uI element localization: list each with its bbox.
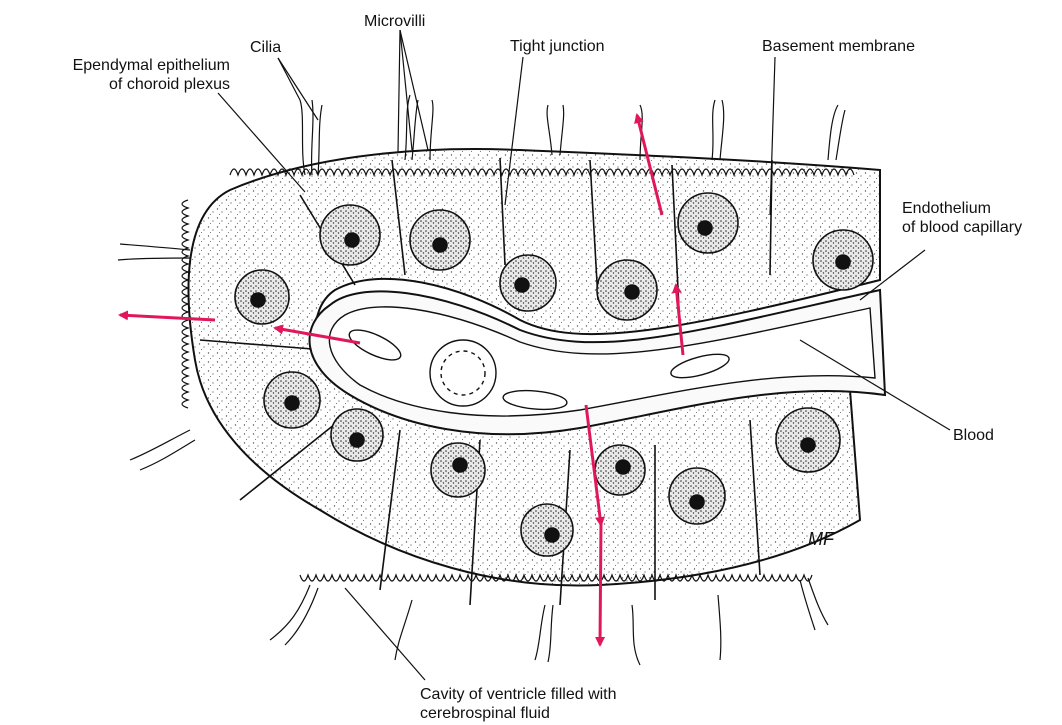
label-ependymal-line-2: of choroid plexus <box>8 75 230 94</box>
leader-cilia-2 <box>278 58 318 120</box>
label-cavity-line-2: cerebrospinal fluid <box>420 704 617 723</box>
label-endothelium: Endothelium of blood capillary <box>902 199 1022 237</box>
label-endothelium-line-1: Endothelium <box>902 199 1022 218</box>
label-ependymal-line-1: Ependymal epithelium <box>8 56 230 75</box>
label-basement-membrane: Basement membrane <box>762 37 915 56</box>
leader-cilia-1 <box>278 58 300 100</box>
leader-microvilli-2 <box>398 30 400 152</box>
microvilli-border-left <box>182 200 188 408</box>
label-endothelium-line-2: of blood capillary <box>902 218 1022 237</box>
leader-cavity <box>345 588 425 680</box>
label-microvilli: Microvilli <box>364 12 425 31</box>
label-tight-junction: Tight junction <box>510 37 605 56</box>
label-blood: Blood <box>953 426 994 445</box>
artist-signature: MF <box>808 529 835 549</box>
arrow-down-outer <box>600 520 601 645</box>
label-cilia: Cilia <box>250 38 281 57</box>
label-ependymal-epithelium: Ependymal epithelium of choroid plexus <box>8 56 230 94</box>
label-cavity-line-1: Cavity of ventricle filled with <box>420 685 617 704</box>
label-cavity: Cavity of ventricle filled with cerebros… <box>420 685 617 723</box>
